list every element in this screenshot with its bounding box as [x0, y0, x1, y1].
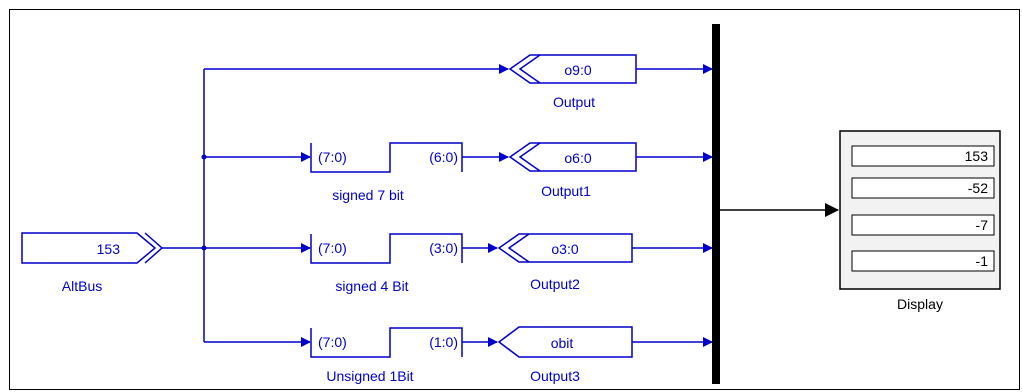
display-value: 153 [965, 148, 989, 164]
altbus-value: 153 [97, 241, 121, 257]
converter-label: signed 4 Bit [335, 278, 408, 294]
converter-input-label: (7:0) [318, 334, 347, 350]
converter-unsigned-1-bit[interactable]: (7:0) (1:0) Unsigned 1Bit [310, 327, 463, 384]
junction-dot [201, 154, 207, 160]
output3-block[interactable]: obit Output3 [497, 326, 633, 384]
output-mux-wires [632, 64, 713, 347]
junction-dot [201, 245, 207, 251]
output-label: Output3 [530, 368, 580, 384]
output-value: o3:0 [551, 241, 578, 257]
output1-block[interactable]: o6:0 Output1 [508, 142, 637, 199]
display-field: 153 [851, 145, 995, 167]
display-value: -7 [976, 217, 989, 233]
converter-output-wires [462, 152, 509, 347]
converter-input-label: (7:0) [318, 149, 347, 165]
source-bus-wires [162, 64, 509, 347]
display-value: -52 [968, 180, 988, 196]
output-value: obit [551, 335, 574, 351]
output-label: Output [553, 94, 595, 110]
converter-signed-4-bit[interactable]: (7:0) (3:0) signed 4 Bit [310, 233, 463, 294]
output-block[interactable]: o9:0 Output [508, 54, 637, 110]
output2-block[interactable]: o3:0 Output2 [497, 233, 633, 292]
display-field: -7 [851, 214, 995, 236]
display-label: Display [897, 296, 943, 312]
converter-label: Unsigned 1Bit [326, 368, 413, 384]
output-value: o9:0 [564, 62, 591, 78]
mux-bar[interactable] [712, 24, 720, 384]
converter-output-label: (1:0) [429, 334, 458, 350]
converter-input-label: (7:0) [318, 240, 347, 256]
converter-output-label: (3:0) [429, 240, 458, 256]
converter-label: signed 7 bit [332, 187, 404, 203]
display-field: -52 [851, 177, 995, 199]
altbus-label: AltBus [62, 278, 102, 294]
altbus-block[interactable]: 153 AltBus [21, 232, 164, 294]
converter-signed-7-bit[interactable]: (7:0) (6:0) signed 7 bit [310, 142, 463, 203]
display-field: -1 [851, 250, 995, 272]
output-value: o6:0 [564, 150, 591, 166]
display-value: -1 [976, 253, 989, 269]
converter-output-label: (6:0) [429, 149, 458, 165]
output-label: Output1 [541, 183, 591, 199]
output-label: Output2 [530, 276, 580, 292]
display-block[interactable]: 153 -52 -7 -1 Display [839, 130, 1001, 312]
